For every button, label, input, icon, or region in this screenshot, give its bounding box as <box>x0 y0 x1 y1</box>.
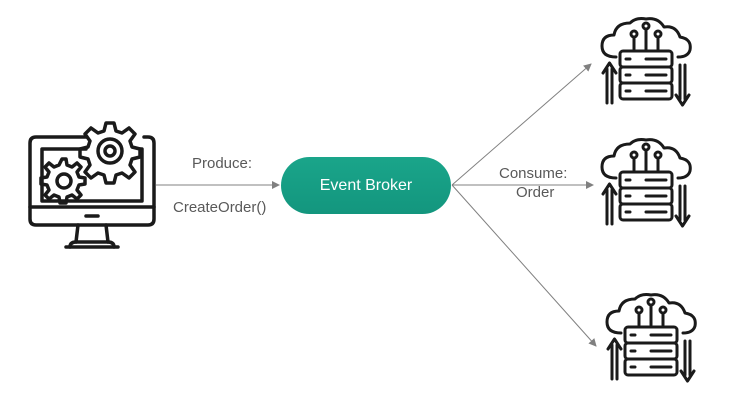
cloud-server-icon <box>605 293 697 383</box>
broker-to-consumer-bottom-arrow <box>451 184 597 347</box>
cloud-server-icon <box>600 17 692 107</box>
create-order-label: CreateOrder() <box>173 199 267 216</box>
computer-gears-icon <box>28 121 156 249</box>
consume-label: Consume: <box>499 165 568 182</box>
cloud-server-icon <box>600 138 692 228</box>
broker-to-consumer-top-arrow <box>451 63 592 186</box>
event-broker-label: Event Broker <box>319 176 413 194</box>
produce-label: Produce: <box>192 155 253 172</box>
event-broker-node[interactable]: Event Broker <box>281 157 451 214</box>
order-label: Order <box>516 184 555 201</box>
